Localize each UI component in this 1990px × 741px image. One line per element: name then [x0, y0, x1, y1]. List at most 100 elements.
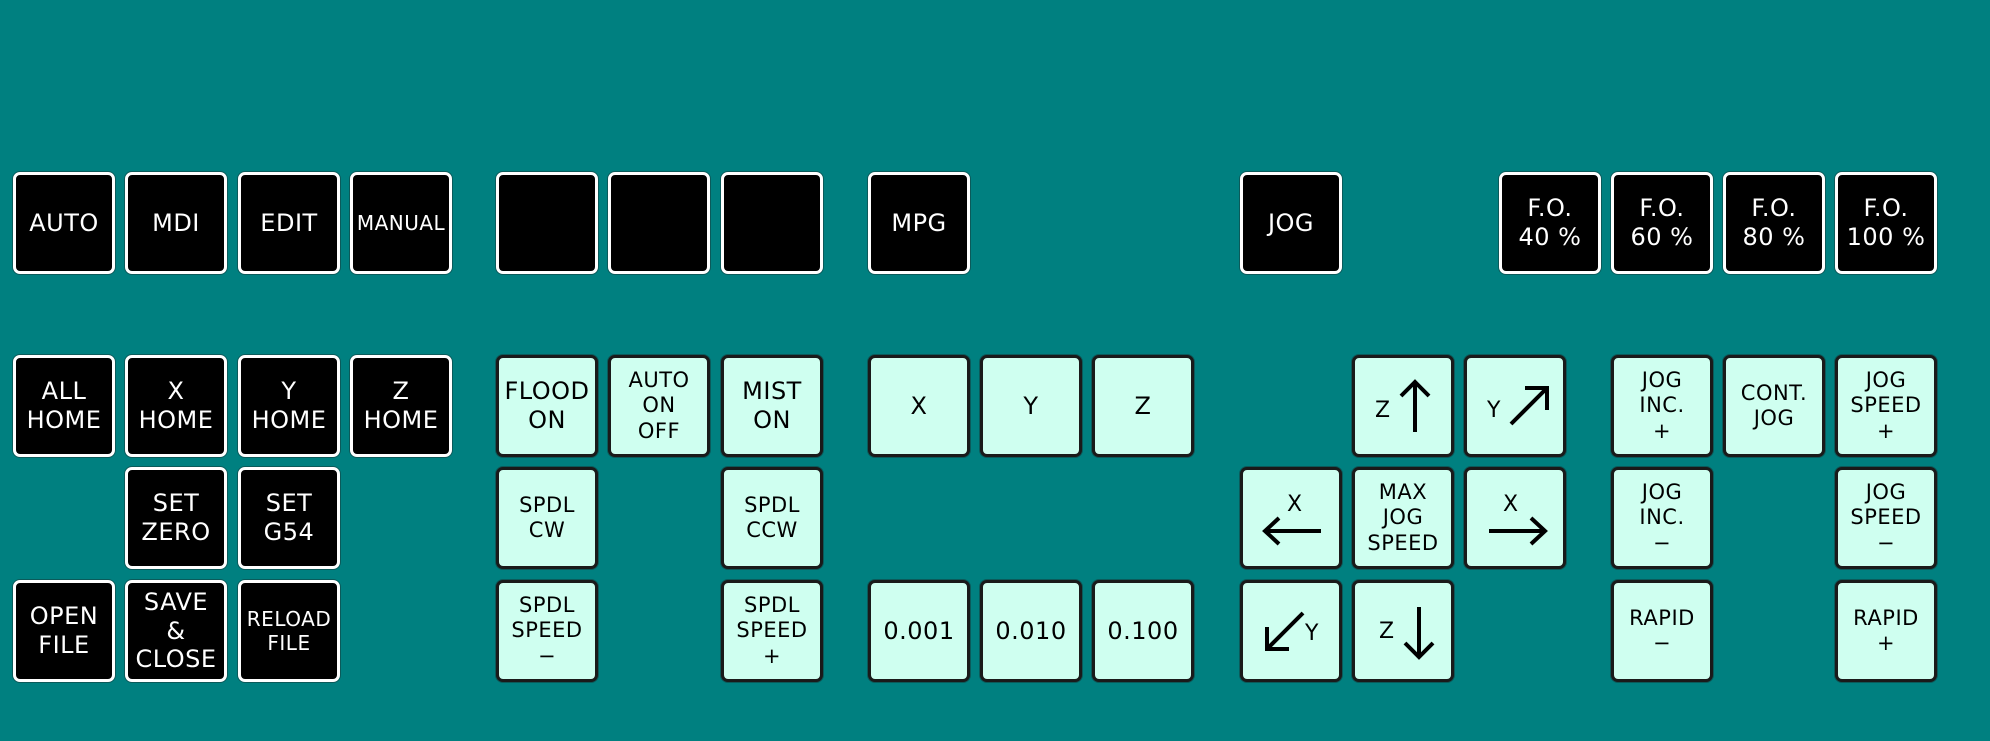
spindle-cw-button[interactable]: SPDL CW	[496, 467, 598, 569]
axis-z-button[interactable]: Z	[1092, 355, 1194, 457]
jog-z-minus-button[interactable]: Z	[1352, 580, 1454, 682]
save-close-label: SAVE & CLOSE	[135, 587, 217, 674]
axis-y-label: Y	[1023, 391, 1039, 420]
flood-on-label: FLOOD ON	[504, 377, 590, 434]
spindle-speed-plus-label: SPDL SPEED +	[736, 593, 808, 668]
manual-mode-label: MANUAL	[356, 211, 446, 235]
blank-key-1[interactable]	[496, 172, 598, 274]
mpg-mode-label: MPG	[891, 208, 947, 237]
jog-y-plus-button[interactable]: Y	[1464, 355, 1566, 457]
spindle-ccw-label: SPDL CCW	[744, 492, 800, 542]
jog-speed-minus-button[interactable]: JOG SPEED −	[1835, 467, 1937, 569]
jog-z-minus-axis-label: Z	[1379, 619, 1395, 644]
jog-x-minus-axis-label: X	[1287, 492, 1303, 517]
max-jog-speed-button[interactable]: MAX JOG SPEED	[1352, 467, 1454, 569]
edit-mode-label: EDIT	[260, 208, 318, 237]
spindle-speed-minus-button[interactable]: SPDL SPEED −	[496, 580, 598, 682]
rapid-plus-button[interactable]: RAPID +	[1835, 580, 1937, 682]
continuous-jog-label: CONT. JOG	[1740, 380, 1808, 430]
jog-y-minus-button[interactable]: Y	[1240, 580, 1342, 682]
all-home-button[interactable]: ALL HOME	[13, 355, 115, 457]
feed-override-100-button[interactable]: F.O. 100 %	[1835, 172, 1937, 274]
jog-increment-plus-label: JOG INC. +	[1639, 368, 1685, 443]
reload-file-label: RELOAD FILE	[246, 607, 332, 655]
feed-override-80-label: F.O. 80 %	[1742, 194, 1806, 251]
axis-x-label: X	[910, 391, 928, 420]
rapid-minus-label: RAPID −	[1629, 605, 1695, 655]
z-home-label: Z HOME	[363, 377, 439, 434]
increment-0100-label: 0.100	[1107, 616, 1179, 645]
open-file-label: OPEN FILE	[29, 602, 99, 659]
all-home-label: ALL HOME	[26, 377, 102, 434]
z-home-button[interactable]: Z HOME	[350, 355, 452, 457]
set-g54-button[interactable]: SET G54	[238, 467, 340, 569]
axis-x-button[interactable]: X	[868, 355, 970, 457]
jog-x-plus-axis-label: X	[1503, 492, 1519, 517]
reload-file-button[interactable]: RELOAD FILE	[238, 580, 340, 682]
auto-on-off-label: AUTO ON OFF	[628, 368, 690, 443]
blank-key-3[interactable]	[721, 172, 823, 274]
auto-mode-button[interactable]: AUTO	[13, 172, 115, 274]
jog-z-plus-button[interactable]: Z	[1352, 355, 1454, 457]
x-home-button[interactable]: X HOME	[125, 355, 227, 457]
arrow-up-right-icon	[1509, 386, 1549, 426]
set-zero-button[interactable]: SET ZERO	[125, 467, 227, 569]
manual-mode-button[interactable]: MANUAL	[350, 172, 452, 274]
feed-override-40-button[interactable]: F.O. 40 %	[1499, 172, 1601, 274]
increment-0001-button[interactable]: 0.001	[868, 580, 970, 682]
flood-on-button[interactable]: FLOOD ON	[496, 355, 598, 457]
jog-y-plus-axis-label: Y	[1487, 398, 1501, 423]
set-g54-label: SET G54	[263, 489, 315, 546]
jog-speed-plus-button[interactable]: JOG SPEED +	[1835, 355, 1937, 457]
rapid-minus-button[interactable]: RAPID −	[1611, 580, 1713, 682]
arrow-down-left-icon	[1265, 611, 1305, 651]
jog-z-plus-axis-label: Z	[1375, 398, 1391, 423]
mist-on-button[interactable]: MIST ON	[721, 355, 823, 457]
arrow-up-icon	[1399, 379, 1431, 432]
auto-mode-label: AUTO	[29, 208, 99, 237]
feed-override-60-label: F.O. 60 %	[1630, 194, 1694, 251]
mpg-mode-button[interactable]: MPG	[868, 172, 970, 274]
max-jog-speed-label: MAX JOG SPEED	[1367, 480, 1439, 555]
jog-increment-minus-label: JOG INC. −	[1639, 480, 1685, 555]
increment-0100-button[interactable]: 0.100	[1092, 580, 1194, 682]
feed-override-100-label: F.O. 100 %	[1846, 194, 1926, 251]
increment-0010-button[interactable]: 0.010	[980, 580, 1082, 682]
spindle-speed-minus-label: SPDL SPEED −	[511, 593, 583, 668]
increment-0001-label: 0.001	[883, 616, 955, 645]
auto-on-off-button[interactable]: AUTO ON OFF	[608, 355, 710, 457]
jog-x-minus-button[interactable]: X	[1240, 467, 1342, 569]
arrow-left-icon	[1262, 516, 1321, 546]
jog-speed-minus-label: JOG SPEED −	[1850, 480, 1922, 555]
edit-mode-button[interactable]: EDIT	[238, 172, 340, 274]
jog-mode-label: JOG	[1267, 208, 1315, 237]
continuous-jog-button[interactable]: CONT. JOG	[1723, 355, 1825, 457]
arrow-right-icon	[1489, 516, 1548, 546]
increment-0010-label: 0.010	[995, 616, 1067, 645]
spindle-cw-label: SPDL CW	[519, 492, 575, 542]
jog-y-minus-axis-label: Y	[1305, 621, 1319, 646]
set-zero-label: SET ZERO	[141, 489, 211, 546]
jog-speed-plus-label: JOG SPEED +	[1850, 368, 1922, 443]
x-home-label: X HOME	[138, 377, 214, 434]
jog-mode-button[interactable]: JOG	[1240, 172, 1342, 274]
rapid-plus-label: RAPID +	[1853, 605, 1919, 655]
arrow-down-icon	[1403, 607, 1435, 660]
blank-key-2[interactable]	[608, 172, 710, 274]
y-home-label: Y HOME	[251, 377, 327, 434]
axis-y-button[interactable]: Y	[980, 355, 1082, 457]
feed-override-80-button[interactable]: F.O. 80 %	[1723, 172, 1825, 274]
y-home-button[interactable]: Y HOME	[238, 355, 340, 457]
open-file-button[interactable]: OPEN FILE	[13, 580, 115, 682]
jog-increment-plus-button[interactable]: JOG INC. +	[1611, 355, 1713, 457]
spindle-ccw-button[interactable]: SPDL CCW	[721, 467, 823, 569]
jog-x-plus-button[interactable]: X	[1464, 467, 1566, 569]
mdi-mode-button[interactable]: MDI	[125, 172, 227, 274]
jog-increment-minus-button[interactable]: JOG INC. −	[1611, 467, 1713, 569]
save-close-button[interactable]: SAVE & CLOSE	[125, 580, 227, 682]
mist-on-label: MIST ON	[742, 377, 802, 434]
feed-override-40-label: F.O. 40 %	[1518, 194, 1582, 251]
axis-z-label: Z	[1134, 391, 1152, 420]
spindle-speed-plus-button[interactable]: SPDL SPEED +	[721, 580, 823, 682]
feed-override-60-button[interactable]: F.O. 60 %	[1611, 172, 1713, 274]
